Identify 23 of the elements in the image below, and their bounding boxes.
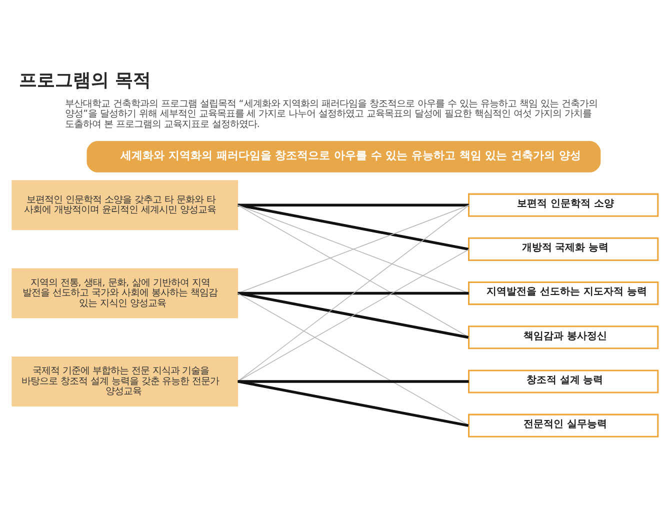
node-box: 창조적 설계 능력 bbox=[468, 370, 659, 394]
connector bbox=[238, 380, 469, 427]
diagram-title: 프로그램의 목적 bbox=[18, 70, 152, 92]
node-box: 전문적인 실무능력 bbox=[468, 414, 659, 438]
node-box: 지역의 전통, 생태, 문화, 삶에 기반하여 지역 발전을 선도하고 국가와 사회에 봉사하는 책임감 있는 지식인 양성교육 bbox=[12, 268, 238, 318]
connector bbox=[237, 292, 470, 426]
connector bbox=[238, 380, 469, 383]
connector bbox=[238, 204, 469, 251]
connector bbox=[237, 248, 470, 382]
node-box: 보편적인 인문학적 소양을 갖추고 타 문화와 타 사회에 개방적이며 윤리적인 세계시민 양성교육 bbox=[12, 180, 238, 230]
node-box: 개방적 국제화 능력 bbox=[468, 237, 659, 261]
node-box: 세계화와 지역화의 패러다임을 창조적으로 아우를 수 있는 유능하고 책임 있는 건축가의 양성 bbox=[86, 141, 601, 172]
connector bbox=[237, 204, 470, 382]
node-box: 책임감과 봉사정신 bbox=[468, 326, 659, 350]
connector bbox=[238, 204, 469, 206]
node-box: 보편적 인문학적 소양 bbox=[468, 193, 659, 217]
connector bbox=[237, 204, 470, 294]
connector bbox=[238, 292, 469, 295]
node-box: 지역발전을 선도하는 지도자적 능력 bbox=[468, 282, 659, 306]
connector bbox=[238, 292, 469, 339]
connector bbox=[237, 204, 470, 338]
node-box: 국제적 기준에 부합하는 전문 지식과 기술을 바탕으로 창조적 설계 능력을 갖춘 유능한 전문가 양성교육 bbox=[12, 356, 238, 406]
label: 부산대학교 건축학과의 프로그램 설립목적 “세계화와 지역화의 패러다임을 창조적으로 아우를 수 있는 유능하고 책임 있는 건축가의 양성”을 달성하기 위해 세부적인 교육목표를 세 가지로 나누어 설정하였고 교육목표의 달성에 필요한 핵심적인 여섯 가지의 가치를 도출하여 본 프로그램의 교육지표로 설정하였다. bbox=[65, 98, 598, 130]
